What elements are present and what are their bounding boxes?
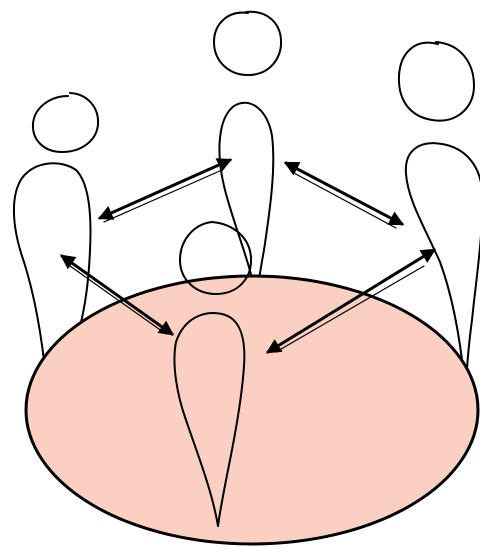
person-center-back [213, 10, 283, 297]
arrow-center-back-to-right [283, 161, 405, 229]
person-right [397, 41, 480, 399]
person-left-head [31, 92, 100, 153]
person-right-head [397, 41, 475, 122]
person-right-body [404, 142, 480, 399]
arrow-left-to-front [59, 254, 175, 336]
table [24, 274, 480, 546]
arrow-left-to-center-back [97, 158, 233, 223]
arrow-right-to-front [265, 248, 437, 354]
connection-arrows [59, 158, 437, 354]
person-front-body [173, 312, 246, 527]
person-front-head [179, 221, 253, 295]
person-front [173, 221, 253, 527]
person-center-back-body [218, 101, 275, 297]
person-center-back-head [213, 10, 283, 77]
